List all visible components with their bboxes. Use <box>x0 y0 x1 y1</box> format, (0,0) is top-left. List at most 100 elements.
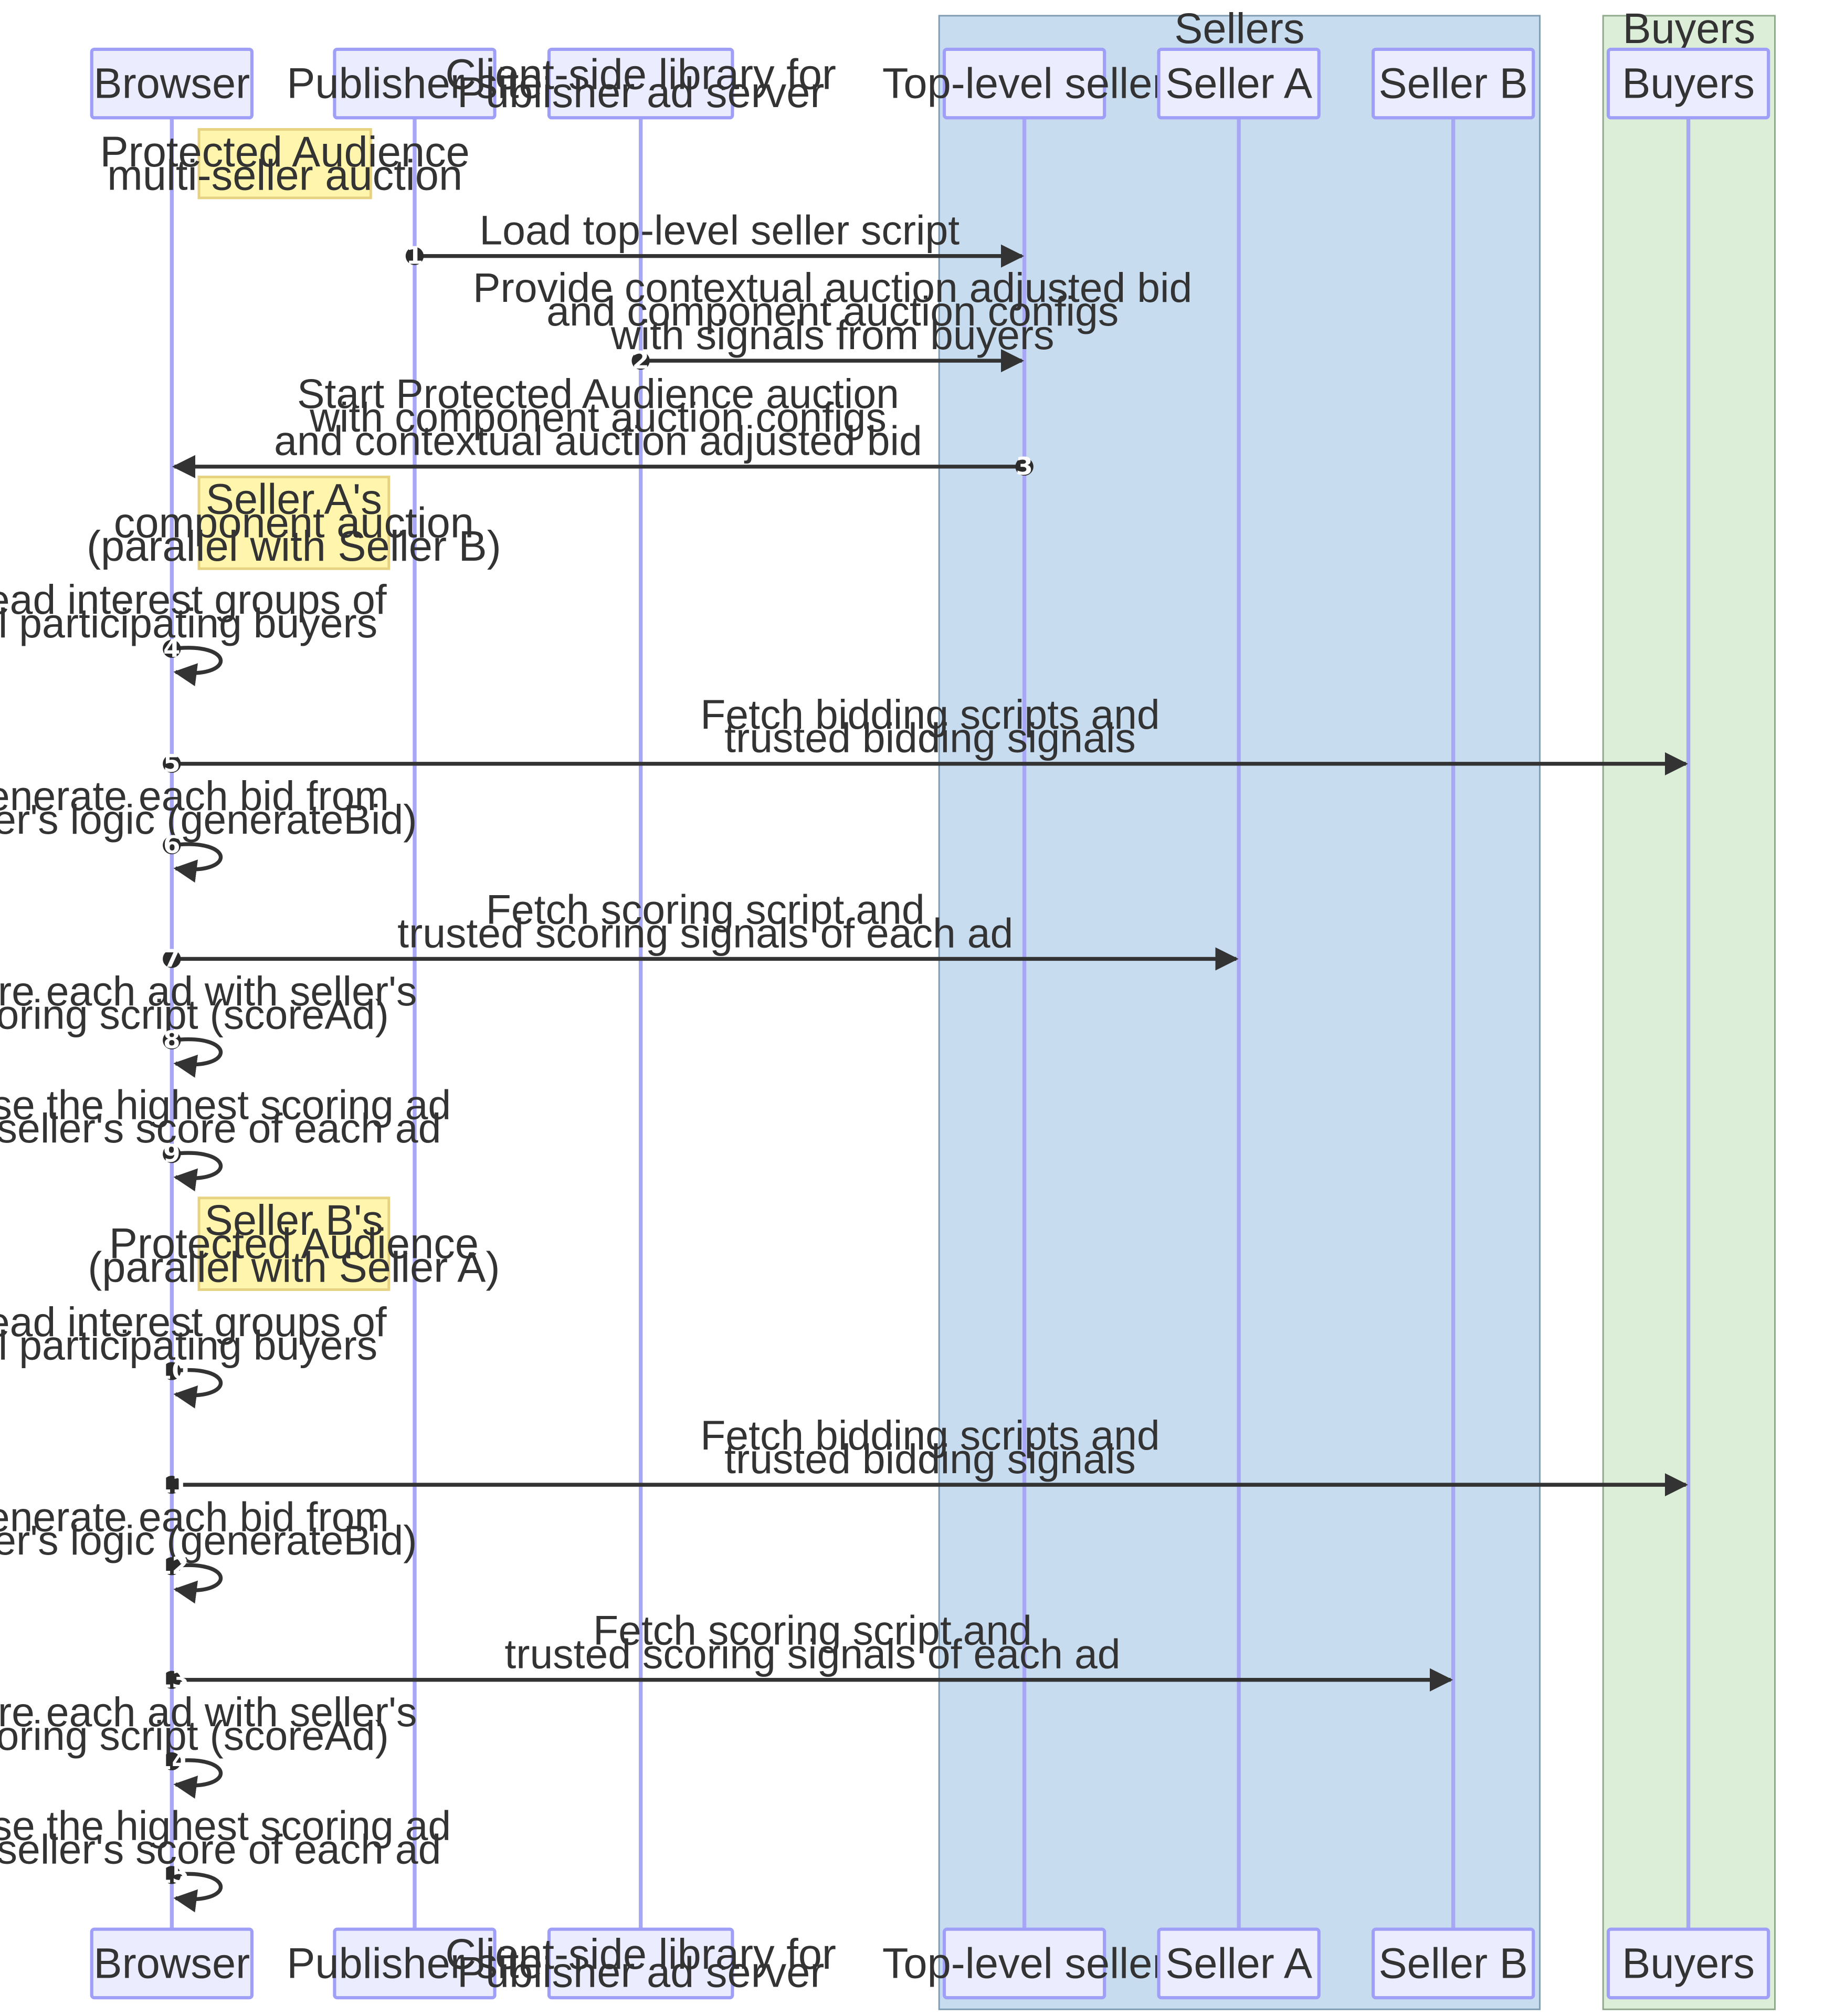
participant-sellerB-top-label-line: Seller B <box>1379 60 1528 108</box>
message-9-number-badge <box>163 1144 181 1163</box>
message-13-number-badge <box>163 1671 181 1689</box>
message-14-number-badge <box>163 1752 181 1771</box>
participant-top-top-label: Top-level seller <box>882 60 1167 108</box>
message-14-self-arrow <box>171 1758 223 1799</box>
note-1-text-line: multi-seller auction <box>107 152 462 200</box>
participant-sellerB-top-label: Seller B <box>1379 60 1528 108</box>
message-13-label-line: Fetch scoring script and <box>593 1608 1032 1654</box>
participant-browser-top-label-line: Browser <box>93 60 250 108</box>
participant-sellerA-top-label: Seller A <box>1165 60 1312 108</box>
message-7-label-line: Fetch scoring script and <box>486 886 925 932</box>
message-9-label-line: Choose the highest scoring ad <box>0 1082 451 1128</box>
message-10-label-line: all participating buyers <box>0 1322 377 1369</box>
note-1-box <box>197 128 372 200</box>
participant-sellerB-bottom-label: Seller B <box>1379 1939 1528 1987</box>
participant-publisher-top <box>333 47 497 120</box>
message-2-label-line: with signals from buyers <box>610 312 1055 358</box>
message-15-number: 15 <box>155 1861 189 1889</box>
message-14-number: 14 <box>155 1747 189 1776</box>
message-2-label-line: and component auction configs <box>546 288 1119 334</box>
message-9-label: Choose the highest scoring adfrom seller… <box>0 1082 451 1151</box>
message-12-label-line: buyer's logic (generateBid) <box>0 1517 417 1563</box>
message-10-self-arrow <box>171 1368 223 1409</box>
note-2-box <box>197 476 391 570</box>
note-2-text-line: (parallel with Seller B) <box>87 522 501 570</box>
message-15-number-badge <box>163 1866 181 1884</box>
participant-sellerA-bottom <box>1157 1927 1321 2000</box>
message-6-label-line: buyer's logic (generateBid) <box>0 796 417 843</box>
message-11-label-line: Fetch bidding scripts and <box>700 1412 1159 1458</box>
message-12-label-line: Generate each bid from <box>0 1494 389 1540</box>
message-14-label: Score each ad with seller'sscoring scrip… <box>0 1689 417 1759</box>
note-2-text-line: Seller A's <box>206 476 382 523</box>
group-sellers-label: Sellers <box>1174 5 1304 52</box>
message-14-label-line: scoring script (scoreAd) <box>0 1713 389 1759</box>
message-10-number-badge <box>163 1362 181 1380</box>
message-9-self-arrow <box>171 1151 223 1192</box>
message-8-label: Score each ad with seller'sscoring scrip… <box>0 968 417 1038</box>
message-2-number: 2 <box>632 346 649 375</box>
group-buyers-label: Buyers <box>1622 5 1755 52</box>
message-3-label-line: with component auction configs <box>309 394 887 440</box>
participant-client-top-label-line: Publisher ad server <box>457 69 825 117</box>
participant-top-top-label-line: Top-level seller <box>882 60 1167 108</box>
note-1-text: Protected Audiencemulti-seller auction <box>100 128 470 200</box>
message-1-label: Load top-level seller script <box>479 207 960 253</box>
message-15-label-line: from seller's score of each ad <box>0 1826 441 1872</box>
message-15-label: Choose the highest scoring adfrom seller… <box>0 1803 451 1873</box>
message-15-self-arrow <box>171 1872 223 1913</box>
message-2-label-line: Provide contextual auction adjusted bid <box>473 265 1192 311</box>
message-6-label-line: Generate each bid from <box>0 773 389 819</box>
participant-sellerB-bottom <box>1372 1927 1535 2000</box>
message-13-number: 13 <box>155 1666 189 1694</box>
participant-client-top <box>547 47 734 120</box>
message-8-label-line: scoring script (scoreAd) <box>0 992 389 1038</box>
note-3-box <box>197 1196 391 1291</box>
participant-top-top <box>942 47 1106 120</box>
participant-sellerA-top <box>1157 47 1321 120</box>
message-5-label-line: Fetch bidding scripts and <box>700 691 1159 738</box>
participant-client-top-label-line: Client-side library for <box>445 50 836 98</box>
message-12-self-arrow <box>171 1563 223 1604</box>
participant-client-bottom-label-line: Client-side library for <box>445 1930 836 1978</box>
participant-sellerA-bottom-label: Seller A <box>1165 1939 1312 1987</box>
participant-sellerB-top <box>1372 47 1535 120</box>
message-4-self-arrow <box>171 646 223 687</box>
message-8-number: 8 <box>163 1026 181 1055</box>
participant-client-bottom-label: Client-side library forPublisher ad serv… <box>445 1930 836 1996</box>
participant-browser-bottom <box>90 1927 254 2000</box>
participant-client-bottom <box>547 1927 734 2000</box>
message-4-number-badge <box>163 639 181 658</box>
note-3-text-line: Seller B's <box>205 1196 383 1244</box>
participant-publisher-top-label: Publisher site <box>287 60 542 108</box>
message-11-number: 11 <box>155 1471 189 1499</box>
participant-buyers-bottom-label-line: Buyers <box>1622 1939 1755 1987</box>
message-3-number: 3 <box>1016 453 1033 481</box>
participant-publisher-bottom-label: Publisher site <box>287 1939 542 1987</box>
message-12-number: 12 <box>155 1552 189 1580</box>
message-7-number: 7 <box>163 944 181 973</box>
participant-sellerA-top-label-line: Seller A <box>1165 60 1312 108</box>
message-6-number-badge <box>163 836 181 855</box>
message-3-label-line: Start Protected Audience auction <box>297 371 899 417</box>
note-3-text-line: (parallel with Seller A) <box>88 1243 500 1291</box>
message-9-number: 9 <box>163 1140 181 1168</box>
message-2-number-badge <box>631 351 650 370</box>
message-4-label-line: all participating buyers <box>0 600 377 646</box>
message-5-number: 5 <box>163 750 181 778</box>
message-6-self-arrow <box>171 842 223 883</box>
message-3-number-badge <box>1015 457 1034 476</box>
participant-top-bottom-label-line: Top-level seller <box>882 1939 1167 1987</box>
message-1-label-line: Load top-level seller script <box>479 207 960 253</box>
message-10-number: 10 <box>155 1357 189 1385</box>
participant-publisher-bottom-label-line: Publisher site <box>287 1939 542 1987</box>
message-5-label-line: trusted bidding signals <box>724 715 1136 761</box>
